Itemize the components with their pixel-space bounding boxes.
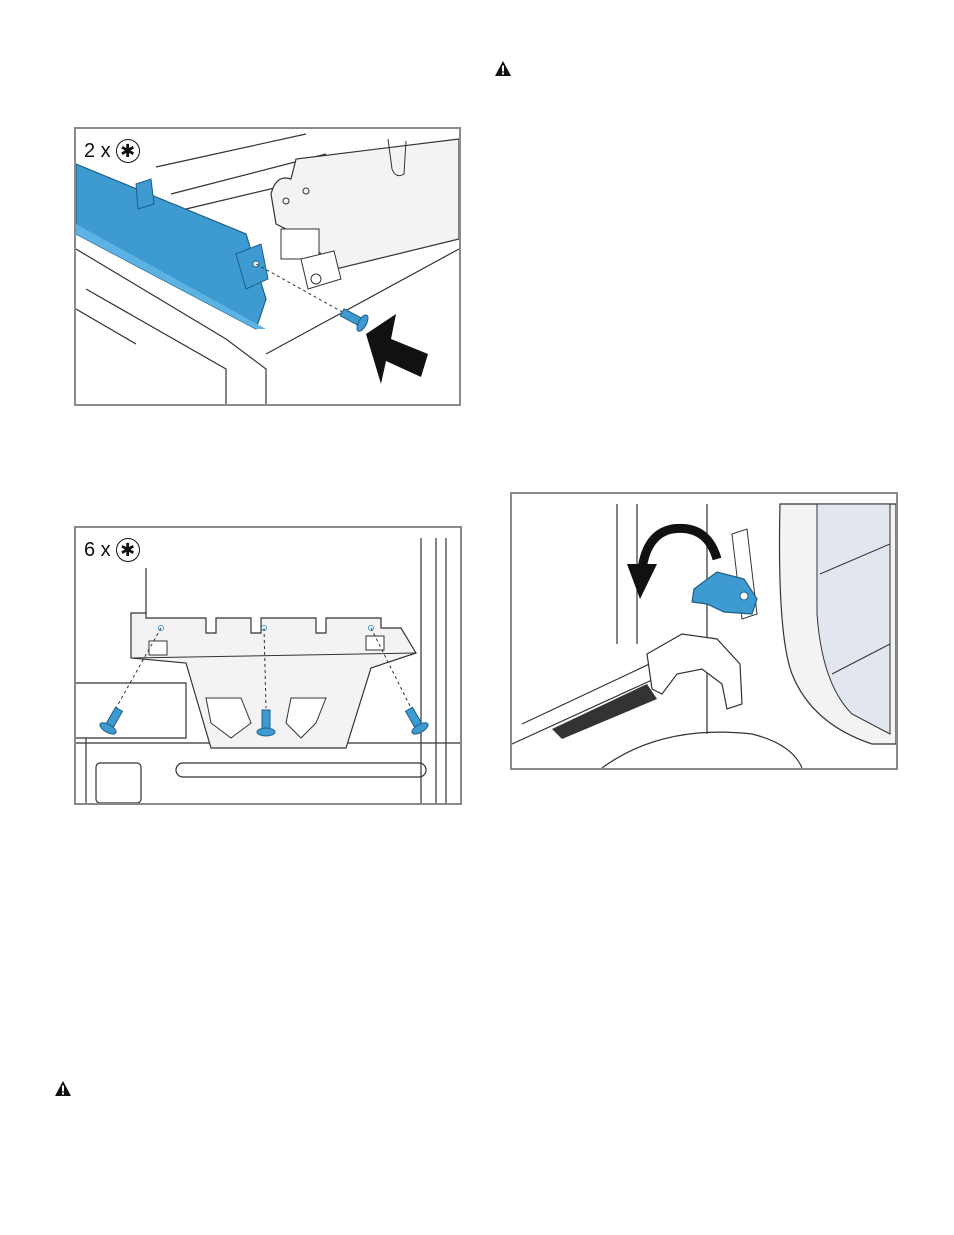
plate-mounting-illustration (76, 538, 460, 803)
quantity-text: 6 x (84, 538, 111, 561)
figure-rail-screws: 2 x ✱ (74, 127, 461, 406)
warning-triangle-icon (495, 61, 511, 76)
torx-screwdriver-icon: ✱ (115, 538, 140, 562)
warning-triangle-icon (55, 1081, 71, 1096)
torx-screwdriver-icon: ✱ (115, 139, 140, 163)
figure-hinge-lever (510, 492, 898, 770)
hinge-lever-illustration (512, 503, 896, 768)
screw-quantity-label: 2 x ✱ (84, 139, 144, 163)
screw-quantity-label: 6 x ✱ (84, 538, 144, 562)
rail-mounting-illustration (76, 133, 459, 404)
figure-plate-screws: 6 x ✱ (74, 526, 462, 805)
quantity-text: 2 x (84, 139, 111, 162)
